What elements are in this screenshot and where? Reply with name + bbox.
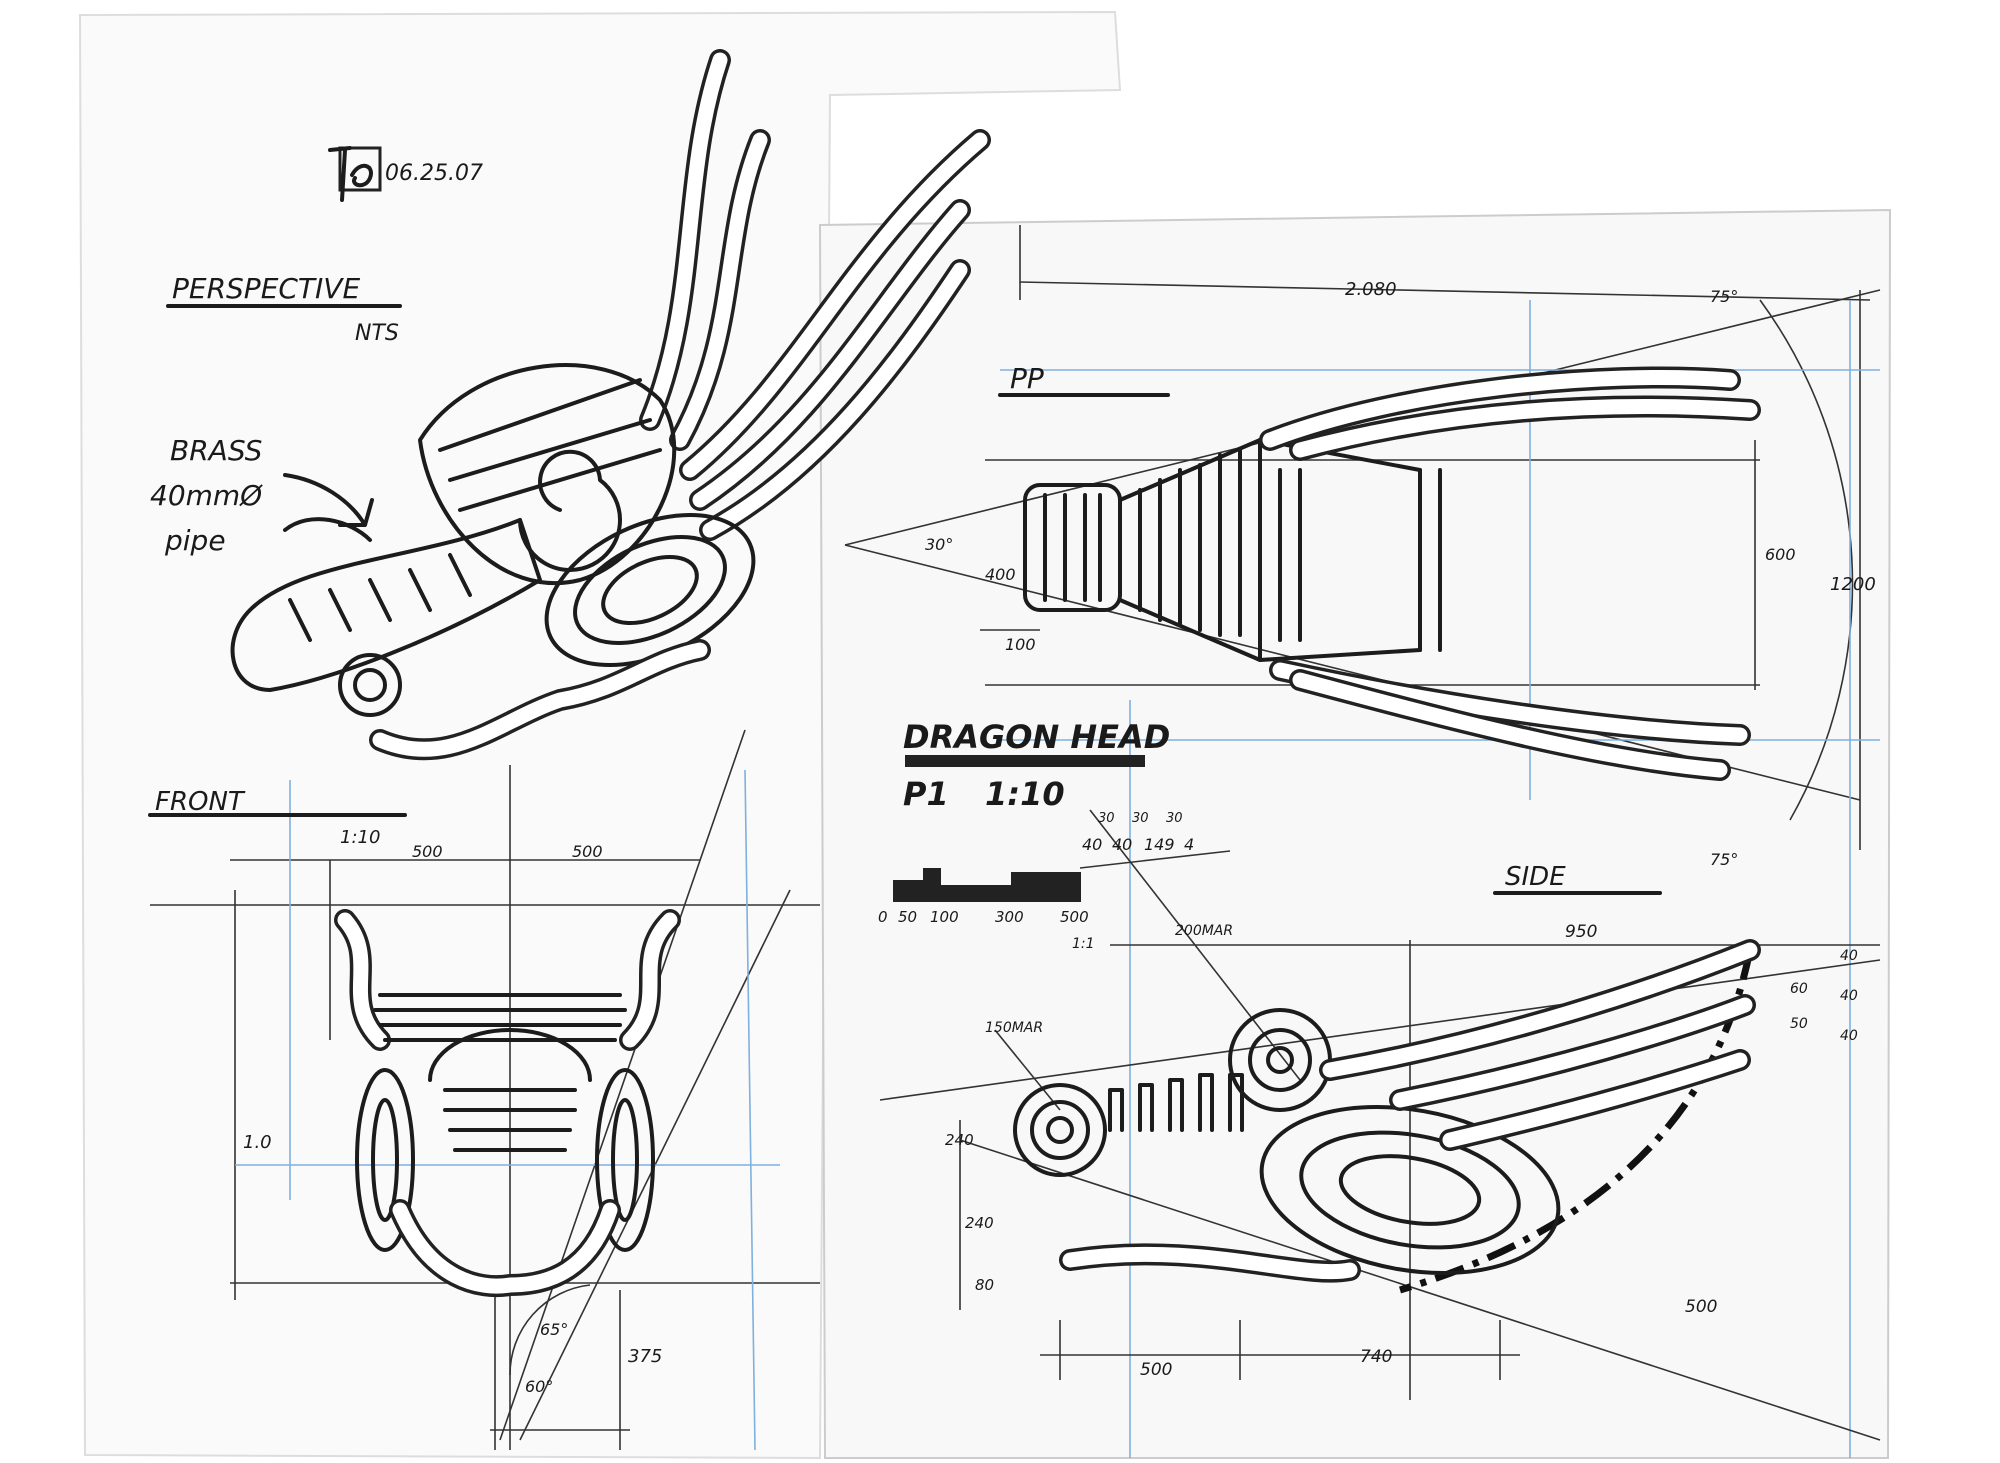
date-label: 06.25.07 (385, 161, 483, 186)
plan-angle-bottom: 75° (1710, 850, 1738, 869)
scale-bar (893, 868, 1081, 902)
left-paper-sheet (78, 10, 1122, 1460)
perspective-dragon-head (230, 49, 991, 761)
material-note-line1: BRASS (170, 434, 262, 467)
scale-bar-label-50: 50 (898, 908, 917, 926)
author-monogram-logo (328, 146, 382, 202)
whisker-gap-1: 40 (1840, 948, 1858, 964)
plan-dim-100: 100 (1005, 635, 1036, 654)
plan-angle-top: 75° (1710, 287, 1738, 306)
front-dim-height: 1.0 (243, 1132, 272, 1153)
front-scale: 1:10 (340, 827, 380, 848)
spacing-bottom-2: 40 (1112, 835, 1132, 854)
whisker-gap-3: 40 (1840, 988, 1858, 1004)
side-dim-top-length: 950 (1565, 922, 1597, 942)
right-paper-sheet (818, 208, 1892, 1459)
side-radius-small: 150MAR (985, 1020, 1043, 1036)
sheet-number: P1 (903, 775, 949, 813)
perspective-title: PERSPECTIVE (172, 272, 360, 305)
side-dim-bottom-left: 500 (1140, 1360, 1172, 1380)
side-dim-diagonal: 500 (1685, 1297, 1717, 1317)
side-radius-large: 200MAR (1175, 923, 1233, 939)
scale-bar-label-100: 100 (930, 908, 959, 926)
drawing-scale: 1:10 (985, 775, 1065, 813)
side-dim-bottom-right: 740 (1360, 1347, 1392, 1367)
front-angle-a: 65° (540, 1320, 568, 1339)
front-title: FRONT (155, 787, 246, 817)
drawing-title: DRAGON HEAD (903, 718, 1170, 756)
front-dim-right-width: 500 (572, 842, 603, 861)
whisker-gap-4: 50 (1790, 1016, 1808, 1032)
scale-bar-note: 1:1 (1072, 936, 1095, 952)
side-dim-80: 80 (975, 1276, 994, 1294)
scale-bar-label-300: 300 (995, 908, 1024, 926)
material-note-line2: 40mmØ (150, 479, 263, 512)
title-underline-bar (905, 755, 1145, 767)
front-dragon-head (334, 909, 681, 1298)
front-construction-lines (150, 729, 820, 1451)
scale-bar-label-500: 500 (1060, 908, 1089, 926)
plan-title: PP (1010, 362, 1044, 395)
plan-dim-400: 400 (985, 565, 1016, 584)
whisker-gap-5: 40 (1840, 1028, 1858, 1044)
spacing-top-2: 30 (1132, 811, 1149, 826)
side-title: SIDE (1505, 862, 1566, 892)
spacing-bottom-3: 149 (1144, 835, 1175, 854)
material-note-line3: pipe (164, 524, 226, 557)
plan-dim-1200: 1200 (1830, 574, 1876, 595)
plan-angle-left: 30° (925, 535, 953, 554)
spacing-bottom-1: 40 (1082, 835, 1102, 854)
plan-dragon-head (1023, 366, 1761, 781)
spacing-bottom-4: 4 (1184, 835, 1194, 854)
plan-dim-600: 600 (1765, 545, 1796, 564)
side-dim-240a: 240 (945, 1131, 974, 1149)
perspective-scale: NTS (355, 321, 399, 346)
front-dim-offset: 375 (628, 1346, 662, 1367)
spacing-top-3: 30 (1166, 811, 1183, 826)
side-dragon-head (1013, 939, 1761, 1283)
whisker-gap-2: 60 (1790, 981, 1808, 997)
scale-bar-label-0: 0 (878, 908, 888, 926)
front-dim-left-width: 500 (412, 842, 443, 861)
front-angle-b: 60° (525, 1377, 553, 1396)
plan-dim-length: 2.080 (1345, 279, 1397, 300)
side-dim-240b: 240 (965, 1214, 994, 1232)
spacing-top-1: 30 (1098, 811, 1115, 826)
